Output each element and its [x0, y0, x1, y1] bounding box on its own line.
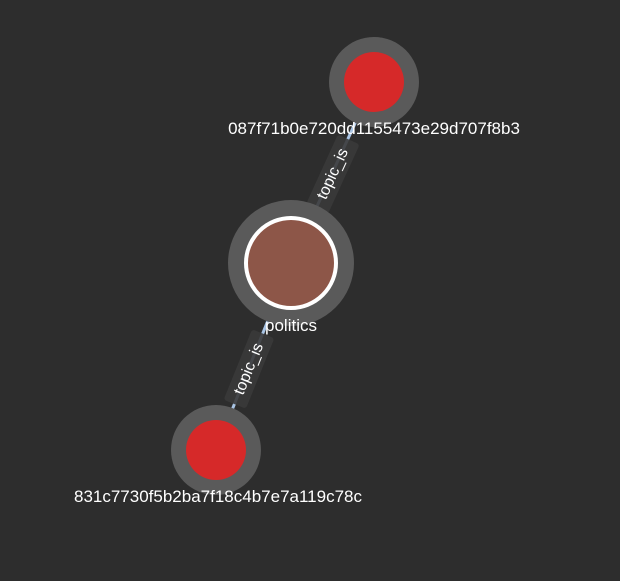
node-top[interactable]: 087f71b0e720dd1155473e29d707f8b3 — [228, 37, 520, 138]
node-bottom-circle[interactable] — [186, 420, 246, 480]
edge-label-bg-bottom — [224, 330, 274, 408]
edge-label-bg-top — [307, 135, 359, 213]
edge-label-top: topic_is — [314, 146, 352, 202]
node-center-label: politics — [265, 316, 317, 335]
node-center[interactable]: politics — [228, 200, 354, 335]
node-top-label: 087f71b0e720dd1155473e29d707f8b3 — [228, 119, 520, 138]
node-top-circle[interactable] — [344, 52, 404, 112]
node-bottom-label: 831c7730f5b2ba7f18c4b7e7a119c78c — [74, 487, 363, 506]
node-bottom[interactable]: 831c7730f5b2ba7f18c4b7e7a119c78c — [74, 405, 363, 506]
node-center-circle[interactable] — [244, 216, 338, 310]
